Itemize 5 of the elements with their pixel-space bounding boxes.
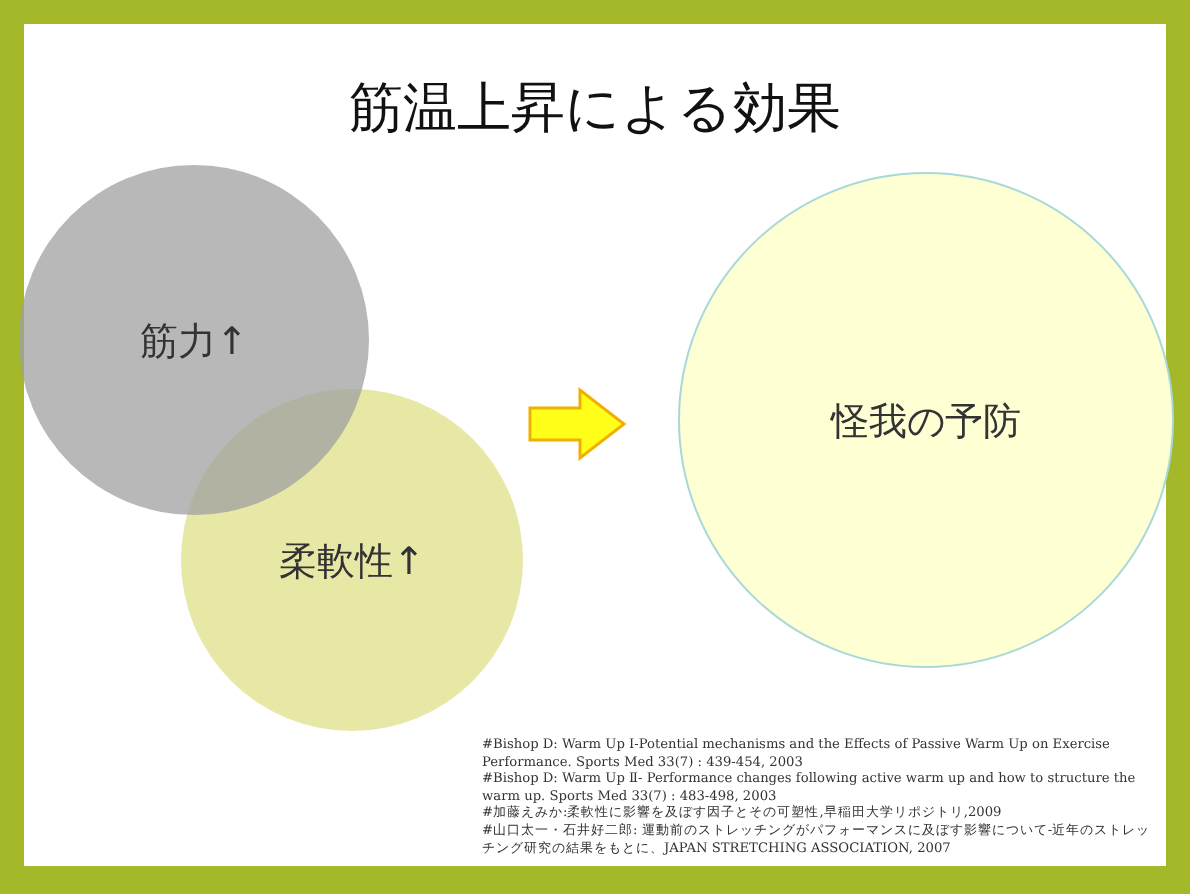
circle-label: 怪我の予防: [828, 398, 1023, 448]
circle-label: 筋力↑: [138, 318, 250, 368]
circle-label: 柔軟性↑: [277, 538, 427, 588]
title: 筋温上昇による効果: [347, 76, 843, 144]
block-arrow: [528, 386, 627, 462]
